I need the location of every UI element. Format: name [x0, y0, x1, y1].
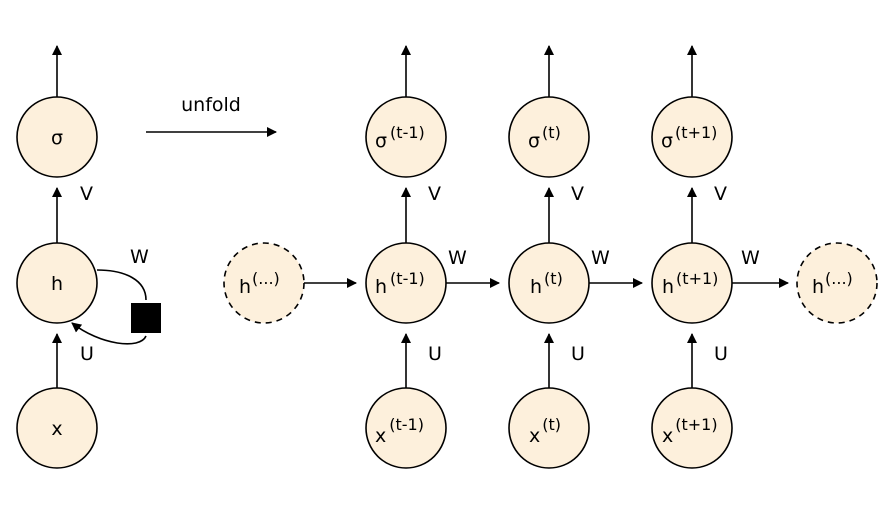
delay-square: [131, 303, 161, 333]
folded-hidden-label: h: [51, 273, 63, 295]
v-label-t: V: [571, 183, 584, 205]
u-label-t-plus-1: U: [714, 343, 728, 365]
column-t: σ(t) V h(t) U x(t) W: [508, 45, 643, 469]
output-label-t: σ(t): [528, 123, 561, 152]
input-node-t-minus-1: [365, 387, 447, 469]
column-t-minus-1: σ(t-1) V h(t-1) U x(t-1) W: [365, 45, 500, 469]
folded-loop-top: [96, 269, 147, 301]
folded-loop-bottom: [71, 322, 147, 345]
folded-hidden-node: [16, 242, 98, 324]
folded-input-label: x: [51, 418, 62, 440]
u-label-t-minus-1: U: [428, 343, 442, 365]
unfold-label: unfold: [181, 94, 241, 116]
output-node-t: [508, 96, 590, 178]
w-label-t-plus-1: W: [741, 247, 760, 269]
v-label-t-minus-1: V: [428, 183, 441, 205]
output-node-t-plus-1: [651, 96, 733, 178]
unfold-arrow-group: unfold: [146, 94, 277, 137]
hidden-label-t: h(t): [530, 269, 563, 298]
hidden-label-t-minus-1: h(t-1): [375, 269, 425, 298]
input-label-t-minus-1: x(t-1): [375, 415, 424, 447]
folded-w-label: W: [130, 246, 149, 268]
folded-u-label: U: [80, 343, 94, 365]
folded-output-node: [16, 96, 98, 178]
folded-input-node: [16, 387, 98, 469]
output-label-t-minus-1: σ(t-1): [375, 123, 425, 152]
next-hidden-node: [796, 242, 878, 324]
output-node-t-minus-1: [365, 96, 447, 178]
input-label-t: x(t): [529, 415, 561, 447]
unfolded-rnn: h(...) σ(t-1) V h(t-1) U x(t-1) W σ(t) V: [223, 45, 878, 469]
prev-hidden-label: h(...): [239, 269, 280, 298]
w-label-t: W: [591, 247, 610, 269]
w-label-t-minus-1: W: [448, 247, 467, 269]
u-label-t: U: [571, 343, 585, 365]
input-label-t-plus-1: x(t+1): [662, 415, 718, 447]
next-hidden-label: h(...): [812, 269, 853, 298]
input-node-t-plus-1: [651, 387, 733, 469]
output-label-t-plus-1: σ(t+1): [661, 123, 717, 152]
hidden-label-t-plus-1: h(t+1): [662, 269, 718, 298]
folded-output-label: σ: [51, 127, 63, 149]
folded-v-label: V: [80, 183, 93, 205]
folded-rnn: σ V h W U x: [16, 45, 161, 469]
input-node-t: [508, 387, 590, 469]
v-label-t-plus-1: V: [714, 183, 727, 205]
column-t-plus-1: σ(t+1) V h(t+1) U x(t+1) W: [651, 45, 789, 469]
